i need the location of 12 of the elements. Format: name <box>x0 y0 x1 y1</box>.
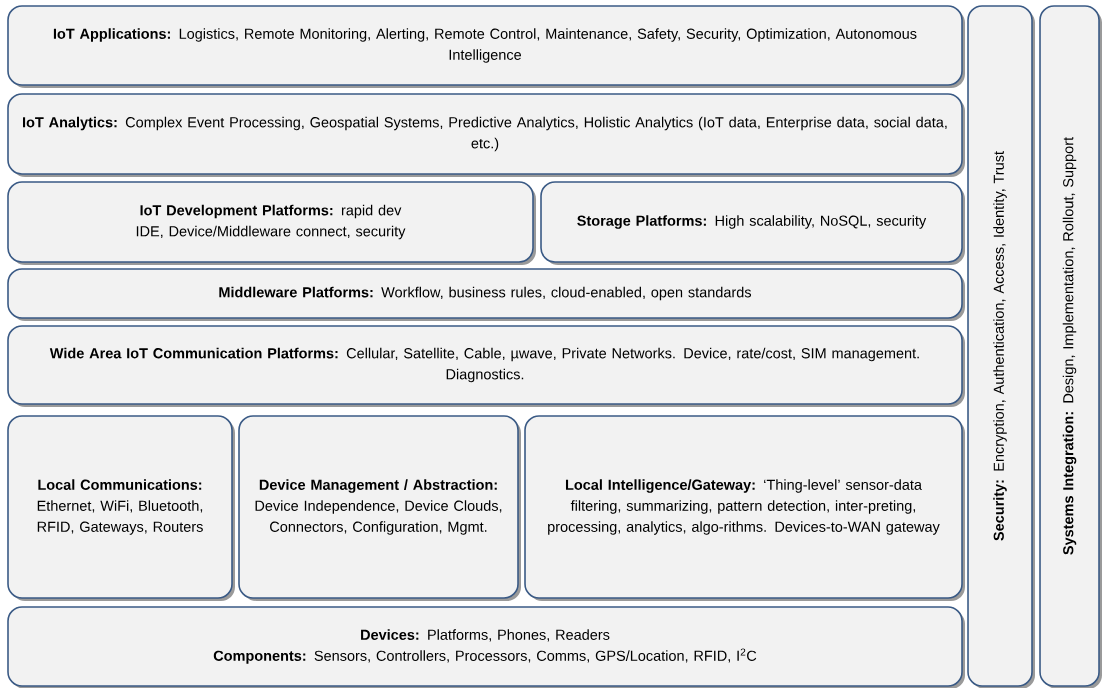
layer-box: Local Communications: Ethernet, WiFi, Bluetooth, RFID, Gateways, Routers <box>7 415 235 601</box>
layer-box: IoT Analytics: Complex Event Processing, Geospatial Systems, Predictive Analytics, Holistic Analytics (IoT data, Enterprise data, social data, etc.) <box>7 93 965 177</box>
layer-box: IoT Applications: Logistics, Remote Monitoring, Alerting, Remote Control, Maintenance, Safety, Security, Optimization, Autonomous Intelligence <box>7 5 965 88</box>
layer-box: Local Intelligence/Gateway: ‘Thing-level’ sensor-data filtering, summarizing, pattern detection, inter-preting, processing, analytics, algo-rithms. Devices-to-WAN gateway <box>524 415 965 601</box>
layer-box: Middleware Platforms: Workflow, business rules, cloud-enabled, open standards <box>7 268 965 321</box>
layer-box: Devices: Platforms, Phones, Readers Components: Sensors, Controllers, Processors, Comms, GPS/Location, RFID, I$^{2}$C <box>7 606 965 688</box>
layer-box: Wide Area IoT Communication Platforms: Cellular, Satellite, Cable, µwave, Private Networks. Device, rate/cost, SIM management. Diagnostics. <box>7 325 965 407</box>
vertical-band: Security: Encryption, Authentication, Access, Identity, Trust <box>967 5 1035 688</box>
layer-box: Device Management / Abstraction: Device Independence, Device Clouds, Connectors, Configuration, Mgmt. <box>238 415 521 601</box>
layer-box: IoT Development Platforms: rapid dev IDE, Device/Middleware connect, security <box>7 181 536 265</box>
vertical-band: Systems Integration: Design, Implementation, Rollout, Support <box>1039 5 1102 688</box>
layer-box: Storage Platforms: High scalability, NoSQL, security <box>540 181 965 265</box>
